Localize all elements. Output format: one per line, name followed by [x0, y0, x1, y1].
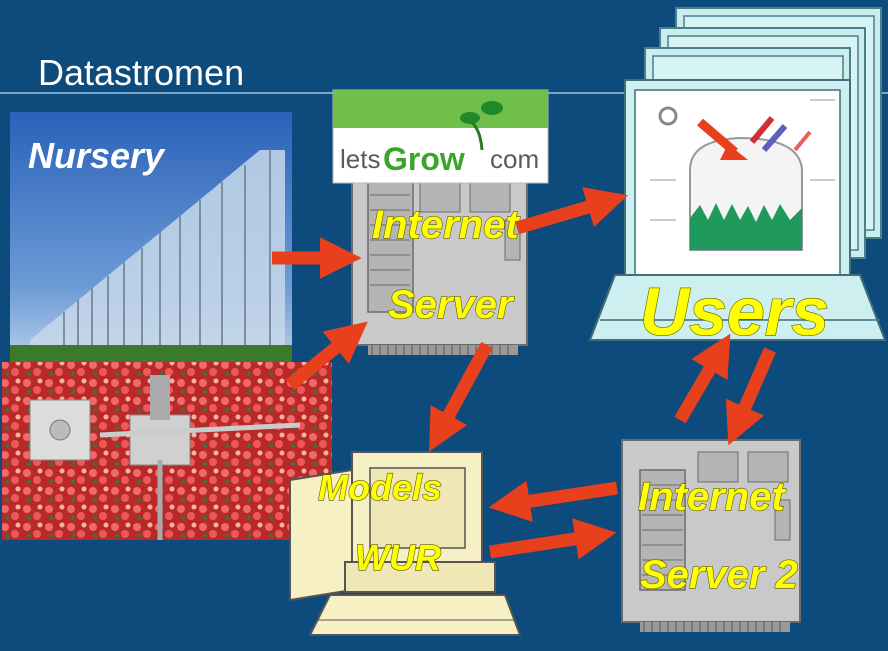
- internet-server-2-box: [621, 439, 801, 632]
- arrow-users-to-server2: [725, 347, 776, 446]
- internet-server-2-label-line1: Internet: [638, 475, 786, 519]
- arrow-server2-to-users: [674, 333, 731, 424]
- models-wur-computer: [289, 451, 522, 636]
- flow-arrows: [272, 187, 776, 560]
- nursery-photo: [10, 112, 292, 362]
- nursery-label: Nursery: [28, 135, 166, 176]
- models-label-line2: WUR: [355, 537, 441, 578]
- arrow-server-to-models: [429, 341, 493, 452]
- users-monitor-stack: [588, 7, 887, 341]
- logo-lets: lets: [340, 144, 380, 174]
- models-label-line1: Models: [318, 467, 442, 508]
- internet-server-label-line1: Internet: [372, 203, 520, 247]
- slide-title: Datastromen: [38, 52, 245, 93]
- logo-grow: Grow: [383, 141, 465, 177]
- arrow-models-to-server2: [489, 518, 617, 560]
- letsgrow-logo: lets Grow com: [332, 89, 549, 184]
- sensor-flowers-photo: [2, 362, 332, 540]
- arrow-server2-to-models: [488, 480, 618, 522]
- arrow-sensor-to-server: [285, 321, 368, 391]
- logo-com: com: [490, 144, 539, 174]
- greenhouse-screen-graphic: [650, 99, 835, 251]
- internet-server-label-line2: Server: [388, 283, 515, 327]
- users-label: Users: [640, 274, 829, 350]
- arrow-server-to-users: [515, 187, 628, 235]
- internet-server-2-label-line2: Server 2: [640, 553, 798, 597]
